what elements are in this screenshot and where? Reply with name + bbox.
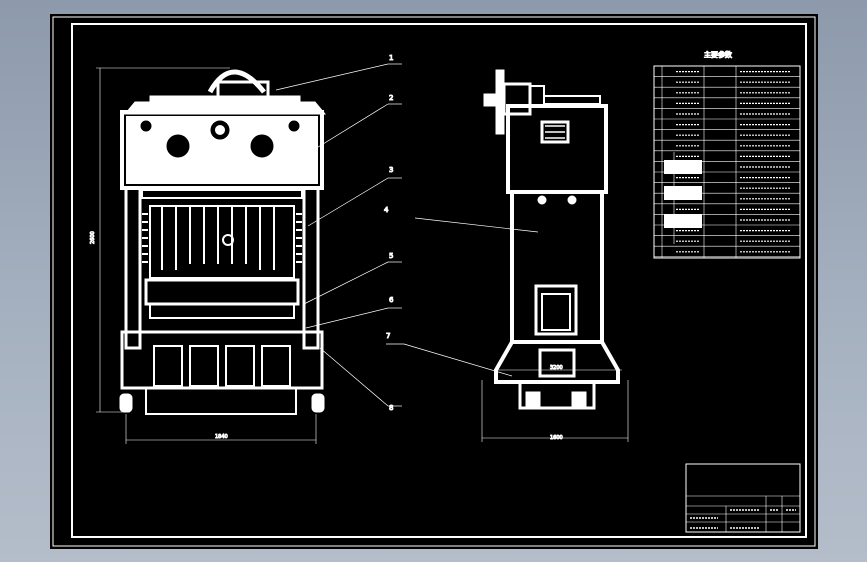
- side-width-dim: 1600: [550, 435, 563, 441]
- inner-border: [71, 23, 807, 538]
- cad-drawing: 2600 1840 1 2 3 4 5 6 7 8: [52, 16, 816, 547]
- parameter-table: [653, 65, 801, 259]
- callout-4: 4: [384, 206, 389, 214]
- callout-8: 8: [389, 404, 393, 412]
- side-inner-dim: 3200: [550, 365, 563, 371]
- front-height-dim: 2600: [90, 231, 96, 244]
- param-group-ejector: 顶出缸: [672, 216, 693, 225]
- param-group-main-slide: 主滑块: [672, 188, 693, 197]
- outer-border: [52, 16, 816, 547]
- front-width-dim: 1840: [215, 434, 228, 440]
- callout-6: 6: [389, 296, 394, 304]
- param-table-title: 主要参数: [704, 50, 732, 59]
- leader-lines: [275, 63, 539, 407]
- title-block: [685, 463, 801, 533]
- callout-3: 3: [389, 166, 393, 174]
- callout-2: 2: [389, 94, 393, 102]
- side-view: [481, 69, 629, 442]
- param-group-work: 工作: [683, 162, 697, 171]
- callout-1: 1: [389, 54, 393, 62]
- callout-7: 7: [386, 332, 390, 340]
- callout-5: 5: [389, 252, 393, 260]
- drawing-sheet: 2600 1840 1 2 3 4 5 6 7 8: [50, 14, 818, 549]
- front-view: [96, 67, 327, 444]
